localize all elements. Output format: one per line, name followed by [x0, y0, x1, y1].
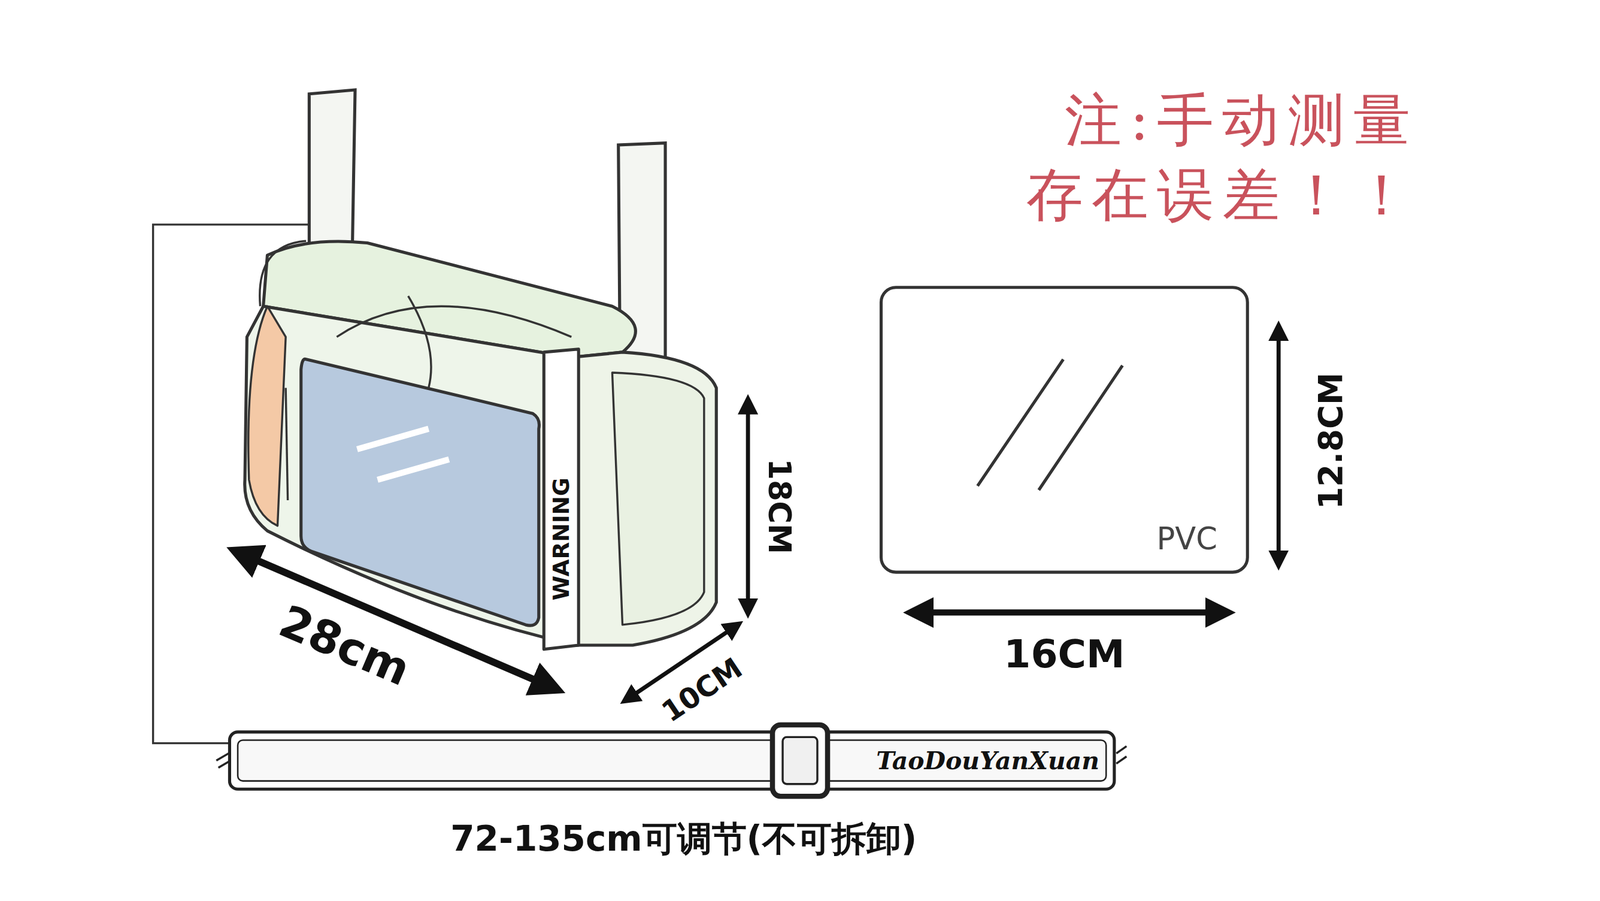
- strap-length: 72-135cm可调节(不可拆卸): [450, 815, 917, 863]
- brand-text: TaoDouYanXuan: [876, 745, 1100, 775]
- glare-lines: [977, 359, 1123, 490]
- dimension-label: 16CM: [1003, 631, 1125, 677]
- note-text: 注:手动测量 存在误差！！: [979, 83, 1419, 233]
- dimension-label: 18CM: [761, 458, 798, 554]
- material-label: PVC: [1156, 520, 1218, 557]
- dimension-label: 12.8CM: [1311, 372, 1351, 510]
- dimension-arrow: [243, 330, 1280, 698]
- strap-text: WARNING: [548, 477, 575, 600]
- dimension-label: 10CM: [655, 650, 749, 729]
- dimension-label: 28cm: [272, 594, 418, 696]
- pvc-panel: PVC: [879, 285, 1250, 574]
- strap-drawing: [216, 724, 1127, 796]
